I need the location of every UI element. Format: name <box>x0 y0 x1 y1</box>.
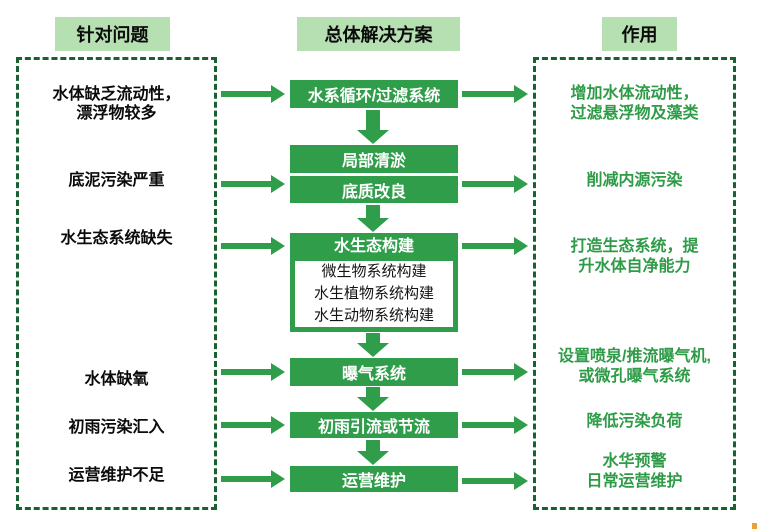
effect-item: 降低污染负荷 <box>586 413 683 430</box>
solution-box-aeration: 曝气系统 <box>290 358 458 386</box>
problem-item: 水体缺氧 <box>84 371 149 388</box>
eco-sub-item: 微生物系统构建 <box>321 263 427 280</box>
solution-box-local-dredging: 局部清淤 <box>290 145 458 173</box>
arrow-right-icon <box>462 85 528 103</box>
problem-item: 初雨污染汇入 <box>68 419 165 436</box>
column-header-effects: 作用 <box>602 17 677 51</box>
effect-item: 打造生态系统，提 升水体自净能力 <box>570 238 699 275</box>
arrow-right-icon <box>462 363 528 381</box>
arrow-right-icon <box>462 416 528 434</box>
arrow-right-icon <box>221 175 285 193</box>
arrow-down-icon <box>357 387 389 411</box>
arrow-down-icon <box>357 440 389 465</box>
arrow-down-icon <box>357 333 389 357</box>
water-ecology-sub-list: 微生物系统构建 水生植物系统构建 水生动物系统构建 <box>295 261 453 327</box>
problem-item: 水体缺乏流动性， 漂浮物较多 <box>52 86 181 122</box>
solution-box-water-ecology: 水生态构建 微生物系统构建 水生植物系统构建 水生动物系统构建 <box>290 233 458 332</box>
solution-box-water-circulation: 水系循环/过滤系统 <box>290 80 458 108</box>
arrow-down-icon <box>357 205 389 232</box>
arrow-right-icon <box>221 237 285 255</box>
problem-item: 水生态系统缺失 <box>60 230 173 247</box>
arrow-down-icon <box>357 110 389 144</box>
problem-item: 运营维护不足 <box>68 467 165 484</box>
arrow-right-icon <box>221 85 285 103</box>
arrow-right-icon <box>462 175 528 193</box>
problems-panel <box>16 57 217 510</box>
arrow-right-icon <box>221 416 285 434</box>
eco-sub-item: 水生动物系统构建 <box>313 307 434 324</box>
solution-box-sediment-improvement: 底质改良 <box>290 176 458 203</box>
effect-item: 削减内源污染 <box>586 172 683 189</box>
column-header-solutions: 总体解决方案 <box>297 17 460 51</box>
arrow-right-icon <box>221 470 285 488</box>
effect-item: 水华预警 日常运营维护 <box>586 453 683 490</box>
solution-box-operation-maintenance: 运营维护 <box>290 466 458 492</box>
watermark-fragment <box>752 523 757 529</box>
effect-item: 增加水体流动性， 过滤悬浮物及藻类 <box>570 85 699 122</box>
effects-panel <box>533 57 736 510</box>
effect-item: 设置喷泉/推流曝气机, 或微孔曝气系统 <box>558 348 711 385</box>
arrow-right-icon <box>462 472 528 490</box>
solution-box-initial-rain-diversion: 初雨引流或节流 <box>290 412 458 438</box>
arrow-right-icon <box>462 237 528 255</box>
water-ecology-title: 水生态构建 <box>333 238 414 255</box>
arrow-right-icon <box>221 363 285 381</box>
column-header-problems: 针对问题 <box>55 17 170 51</box>
problem-item: 底泥污染严重 <box>68 172 165 189</box>
eco-sub-item: 水生植物系统构建 <box>313 285 434 302</box>
